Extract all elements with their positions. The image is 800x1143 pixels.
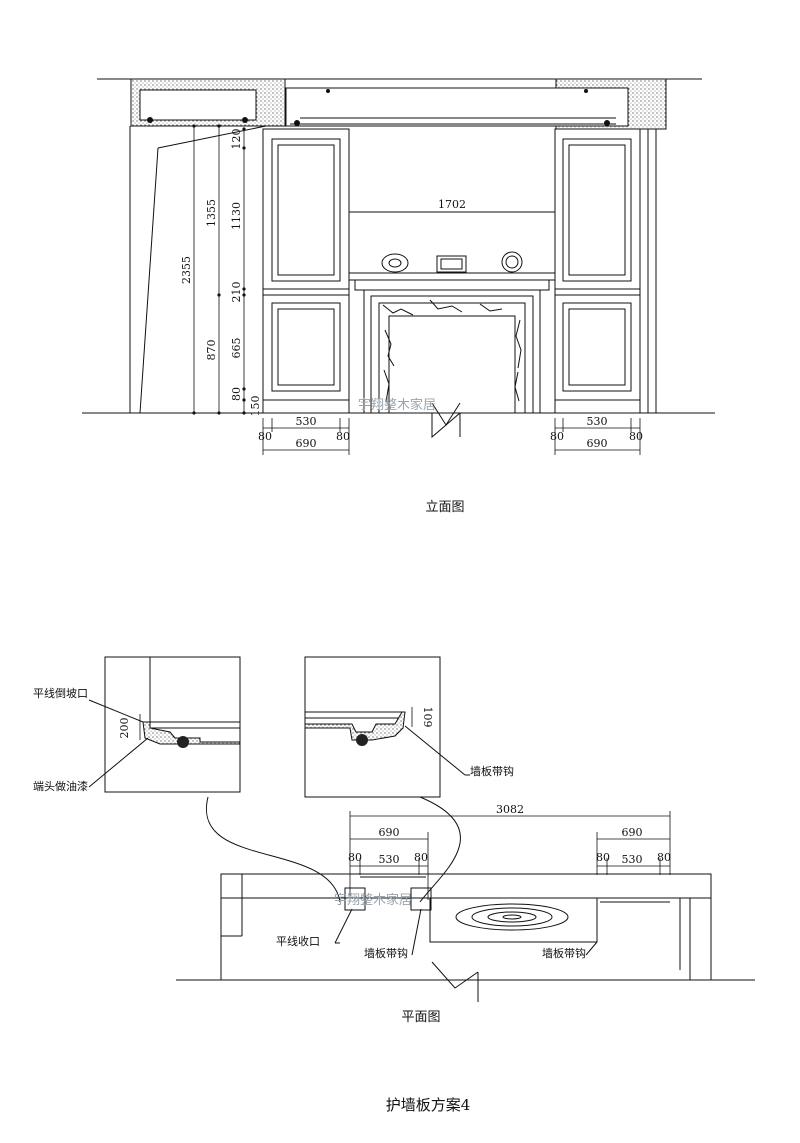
dim-150: 150: [249, 396, 262, 417]
dim-left-80b: 80: [336, 430, 350, 443]
plan-view: 3082 690 80 530 80 690 80 530 80: [176, 803, 755, 1025]
dim-1702: 1702: [438, 198, 466, 211]
detail-left: 200 平线倒坡口 端头做油漆: [33, 656, 241, 793]
dim-870: 870: [205, 340, 218, 361]
dim-right-80b: 80: [629, 430, 643, 443]
dim-1355: 1355: [205, 199, 218, 227]
plan-dim-80-c: 80: [596, 851, 610, 864]
elevation-view: 2355 1355 870 120 1130 210 665 80 150 17…: [82, 78, 715, 515]
plan-label-wall-hook-1: 墙板带钩: [364, 946, 408, 960]
plan-dim-80-d: 80: [657, 851, 671, 864]
plan-dim-690-left: 690: [379, 826, 400, 839]
dim-80: 80: [230, 387, 243, 401]
sheet-title: 护墙板方案4: [386, 1096, 471, 1114]
dim-left-530: 530: [296, 415, 317, 428]
detail-right-dim: 109: [421, 707, 434, 728]
dim-210: 210: [230, 282, 243, 303]
dim-left-80a: 80: [258, 430, 272, 443]
plan-label-flat-line: 平线收口: [276, 934, 320, 948]
detail-left-label-top: 平线倒坡口: [33, 686, 88, 700]
plan-dim-530-right: 530: [622, 853, 643, 866]
watermark-elevation: 宇翔整木家居: [358, 397, 436, 413]
detail-right: 109 墙板带钩: [304, 656, 514, 798]
plan-dim-530-left: 530: [379, 853, 400, 866]
dim-120: 120: [230, 129, 243, 150]
plan-dim-3082: 3082: [496, 803, 524, 816]
plan-label-wall-hook-2: 墙板带钩: [542, 946, 586, 960]
plan-dim-80-a: 80: [348, 851, 362, 864]
elevation-title: 立面图: [425, 500, 464, 515]
detail-left-dim: 200: [118, 718, 131, 739]
plan-title: 平面图: [401, 1010, 440, 1025]
detail-left-label-bottom: 端头做油漆: [33, 779, 88, 793]
dim-left-690: 690: [296, 437, 317, 450]
detail-right-label: 墙板带钩: [470, 764, 514, 778]
dim-right-80a: 80: [550, 430, 564, 443]
watermark-plan: 宇翔整木家居: [334, 892, 412, 908]
dim-right-530: 530: [587, 415, 608, 428]
dim-1130: 1130: [230, 202, 243, 230]
dim-right-690: 690: [587, 437, 608, 450]
dim-665: 665: [230, 338, 243, 359]
dim-2355: 2355: [180, 256, 193, 284]
plan-dim-690-right: 690: [622, 826, 643, 839]
plan-dim-80-b: 80: [414, 851, 428, 864]
